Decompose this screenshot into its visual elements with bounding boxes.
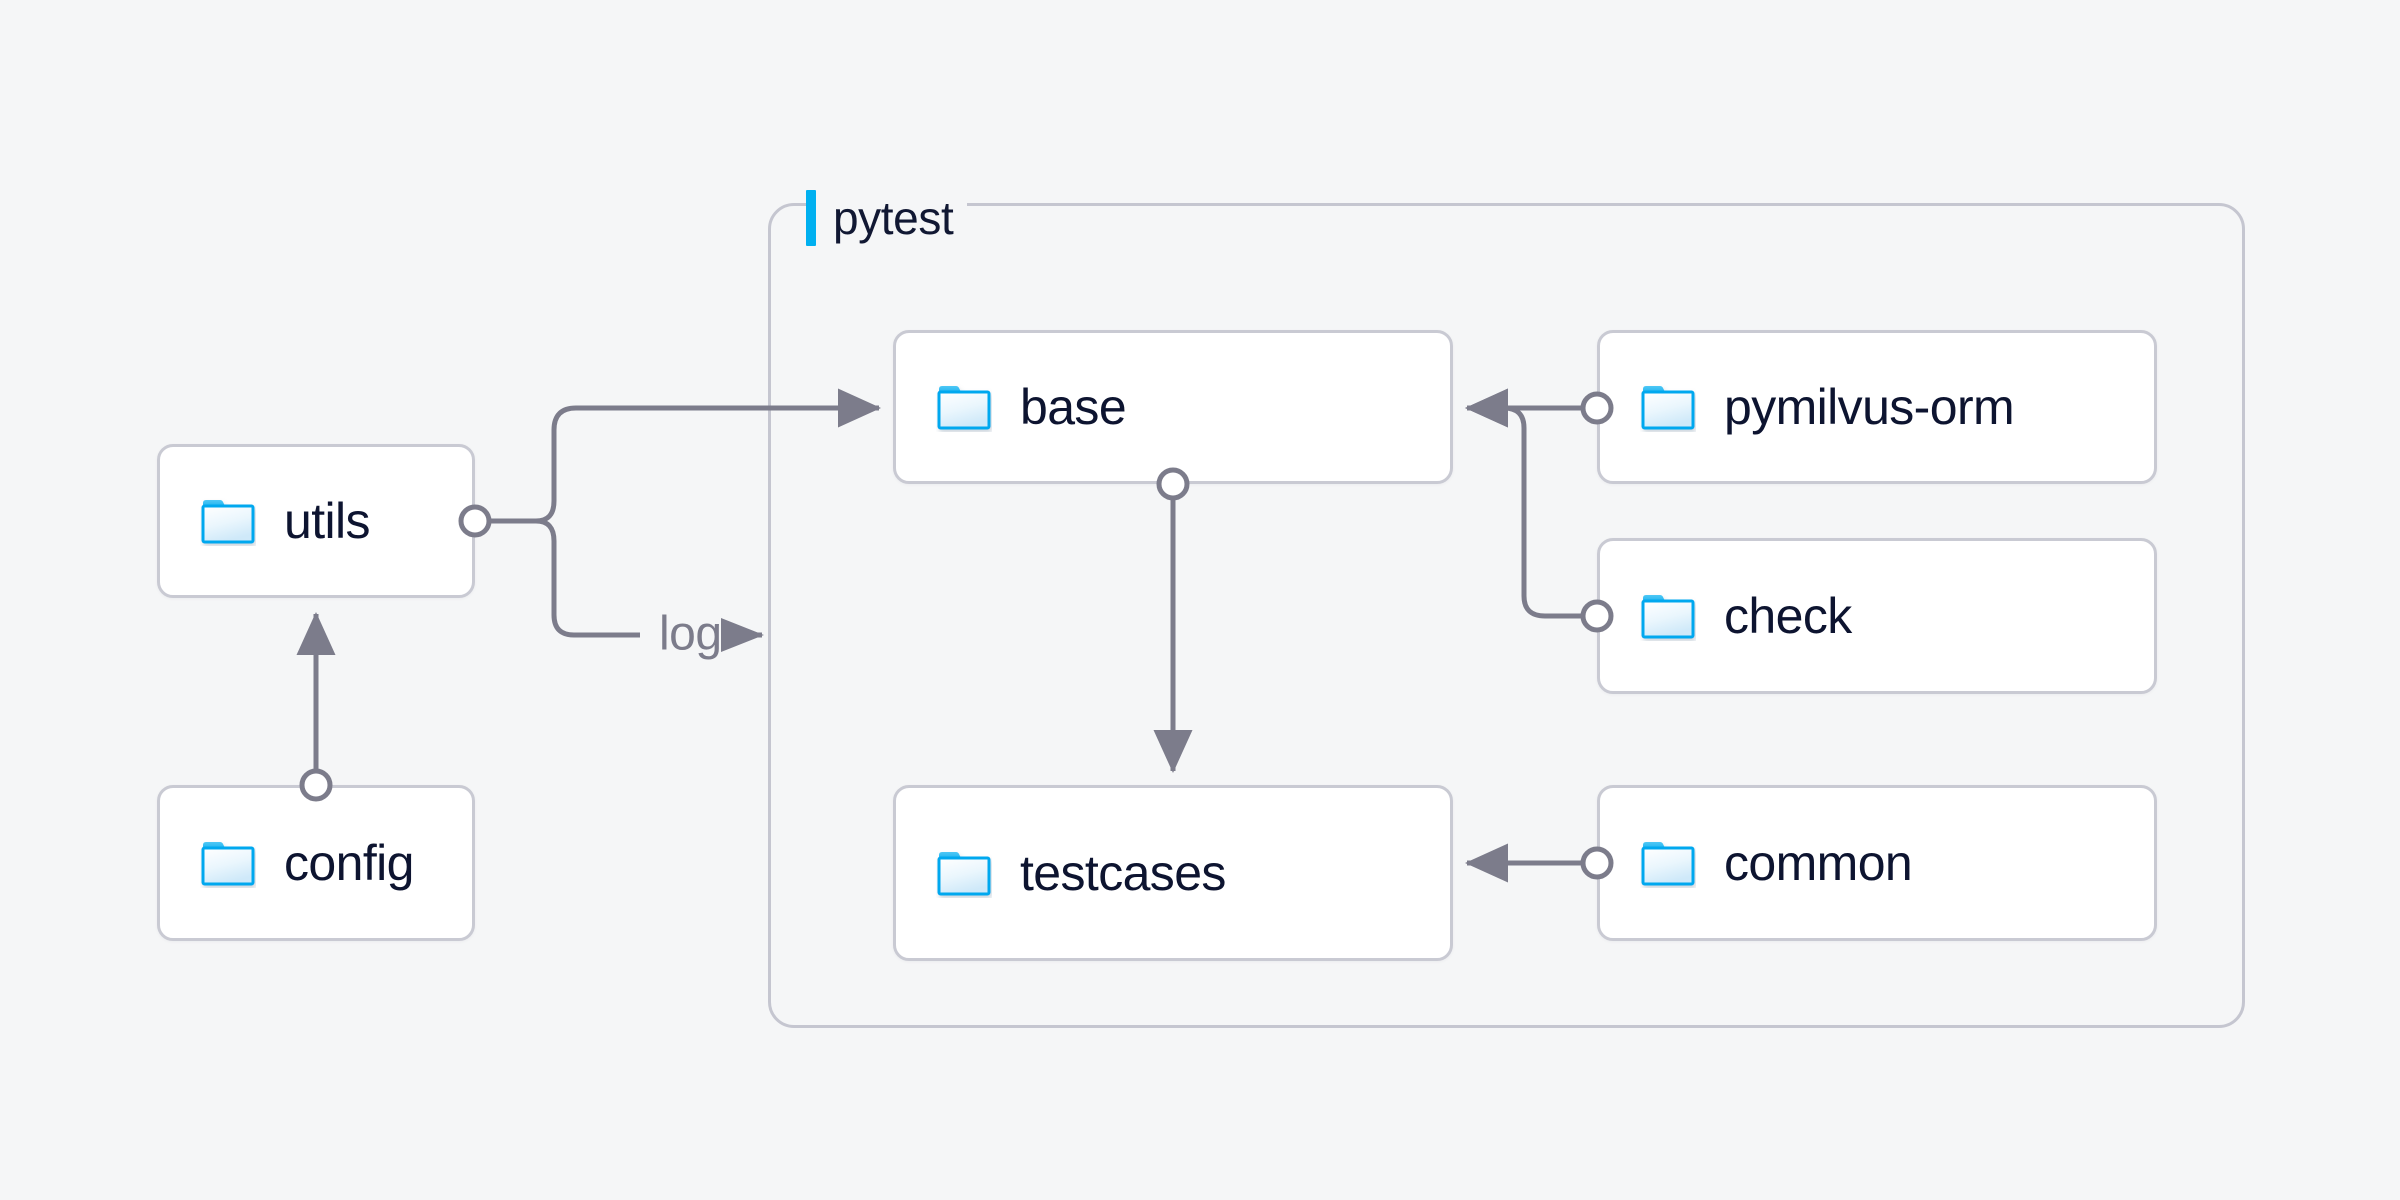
edge-endpoint-dot [1580,599,1614,633]
accent-bar-icon [806,190,816,246]
node-label: utils [284,493,371,549]
node-label: base [1020,379,1127,435]
node-label: testcases [1020,845,1226,901]
edge-endpoint-dot [458,504,492,538]
node-testcases[interactable]: testcases [893,785,1453,961]
edge-endpoint-dot [1156,467,1190,501]
node-label: common [1724,835,1913,891]
edge-base-to-testcases [1153,467,1193,774]
node-label: config [284,835,414,891]
folder-icon [1641,386,1695,430]
group-title: pytest [833,192,954,244]
group-label-pytest: pytest [806,184,968,252]
folder-icon [1641,595,1695,639]
edge-label-log: log [659,608,722,661]
group-container-pytest [768,203,2245,1028]
node-pymilvus-orm[interactable]: pymilvus-orm [1597,330,2157,484]
node-check[interactable]: check [1597,538,2157,694]
edge-common-to-testcases [1464,843,1614,883]
node-config[interactable]: config [157,785,475,941]
folder-icon [1641,842,1695,886]
node-label: pymilvus-orm [1724,379,2015,435]
node-common[interactable]: common [1597,785,2157,941]
edge-endpoint-dot [299,768,333,802]
folder-icon [201,842,255,886]
edge-endpoint-dot [1580,846,1614,880]
node-base[interactable]: base [893,330,1453,484]
node-utils[interactable]: utils [157,444,475,598]
folder-icon [937,386,991,430]
edge-check-to-base [1464,388,1614,633]
edge-utils-branch [458,388,882,638]
node-label: check [1724,588,1852,644]
edge-endpoint-dot [1580,391,1614,425]
folder-icon [201,500,255,544]
edge-config-to-utils [296,611,336,802]
folder-icon [937,852,991,896]
